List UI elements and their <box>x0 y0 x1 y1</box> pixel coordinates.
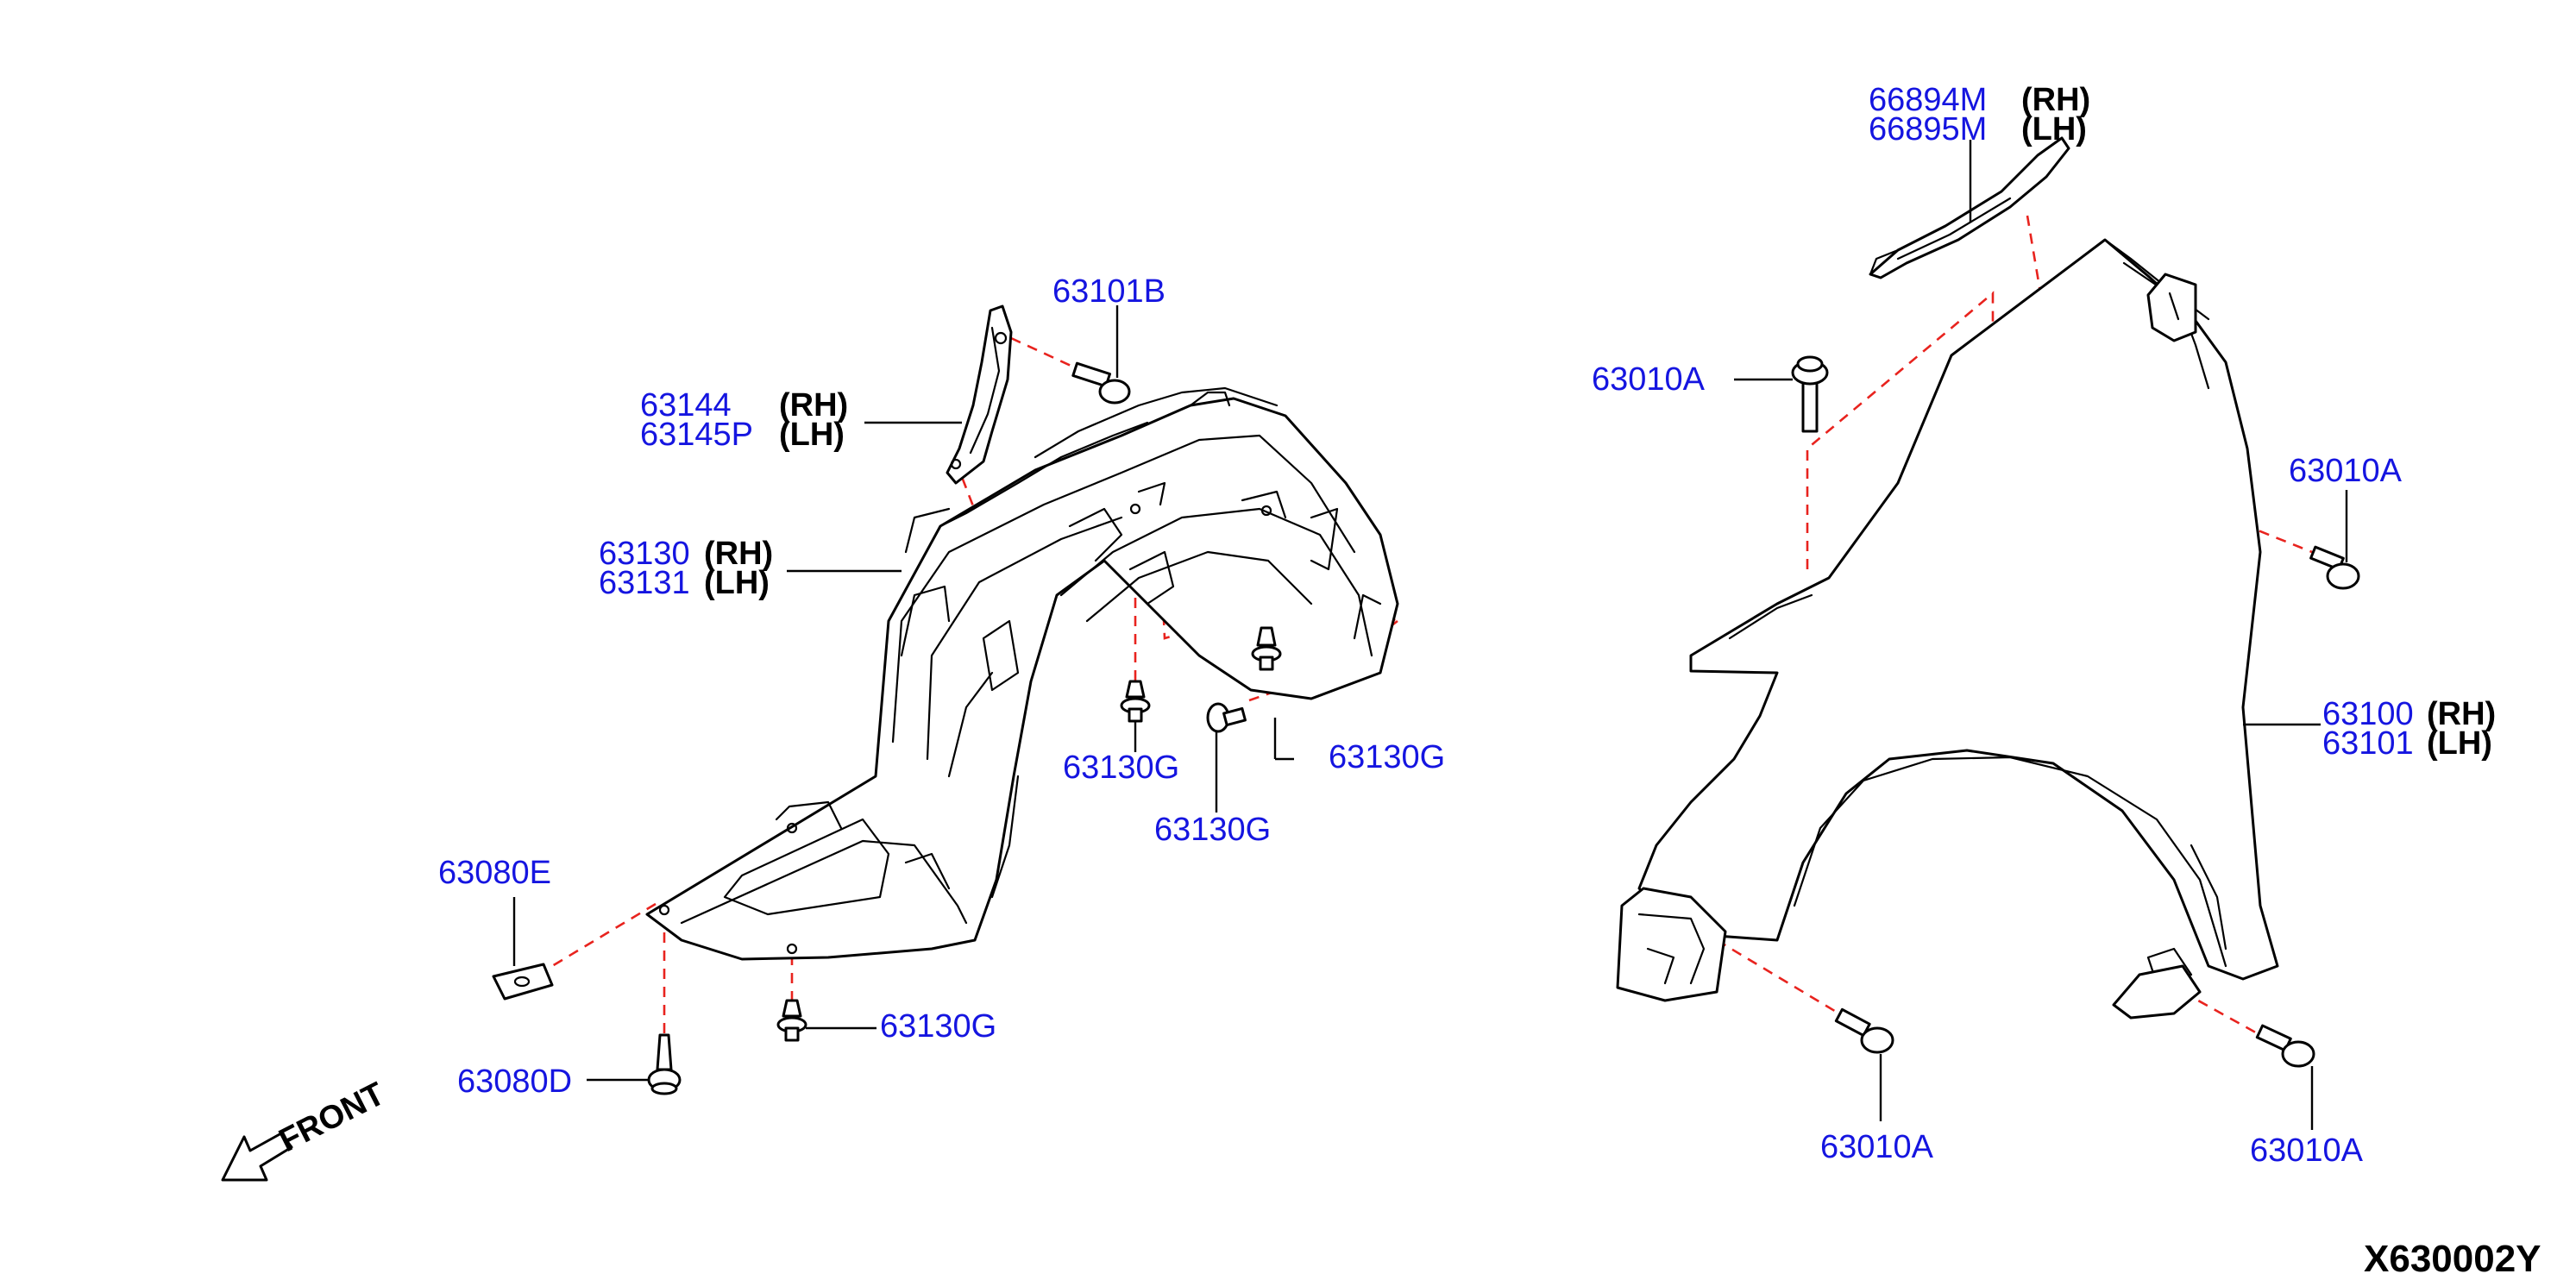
clip-63130g-bottom <box>776 999 807 1042</box>
label-63100: 63100 <box>2322 696 2414 732</box>
label-66895m-side: (LH) <box>2021 111 2087 147</box>
clip-63130g-right <box>1251 626 1282 671</box>
clip-63130g-lower <box>1206 702 1247 733</box>
label-63130g-center: 63130G <box>1063 750 1179 786</box>
diagram-code: X630002Y <box>2364 1238 2541 1280</box>
fender-drawing <box>1616 238 2279 1020</box>
clip-63130g-center <box>1120 680 1151 723</box>
label-63145p-side: (LH) <box>779 417 845 453</box>
bolt-63010a-bl <box>1834 1007 1894 1054</box>
screw-63080d <box>647 1033 682 1095</box>
label-63131: 63131 <box>599 565 690 601</box>
bracket-drawing <box>946 304 1013 485</box>
front-arrow-icon <box>221 1132 293 1182</box>
label-63130: 63130 <box>599 536 690 572</box>
label-63130g-bottom: 63130G <box>880 1008 996 1045</box>
label-63130-side: (RH) <box>704 536 773 572</box>
label-63144: 63144 <box>640 387 732 424</box>
label-63145p: 63145P <box>640 417 753 453</box>
fender-liner-drawing <box>645 386 1399 961</box>
front-label: FRONT <box>273 1076 391 1159</box>
label-66894m: 66894M <box>1869 82 1987 118</box>
label-63080e: 63080E <box>438 855 551 891</box>
label-63100-side: (RH) <box>2427 696 2496 732</box>
label-63130g-right: 63130G <box>1329 739 1445 775</box>
nut-63080e <box>492 963 554 1001</box>
label-63101: 63101 <box>2322 725 2414 762</box>
bolt-63010a-top <box>1791 355 1829 433</box>
leader-lines <box>512 140 2348 1130</box>
label-63010a-br: 63010A <box>2250 1133 2364 1169</box>
label-66894m-side: (RH) <box>2021 82 2090 118</box>
bolt-63010a-br <box>2255 1024 2315 1068</box>
label-63144-side: (RH) <box>779 387 848 424</box>
bolt-63101b <box>1071 361 1131 405</box>
label-63101b: 63101B <box>1052 273 1165 310</box>
label-63131-side: (LH) <box>704 565 770 601</box>
label-63010a-bl: 63010A <box>1820 1129 1934 1165</box>
label-63080d: 63080D <box>457 1064 572 1100</box>
label-63010a-right: 63010A <box>2289 453 2403 489</box>
label-63101-side: (LH) <box>2427 725 2492 762</box>
label-66895m: 66895M <box>1869 111 1987 147</box>
molding-drawing <box>1869 136 2070 279</box>
label-63010a-top: 63010A <box>1592 361 1706 398</box>
bolt-63010a-right <box>2309 545 2360 590</box>
label-63130g-lower: 63130G <box>1154 812 1271 848</box>
